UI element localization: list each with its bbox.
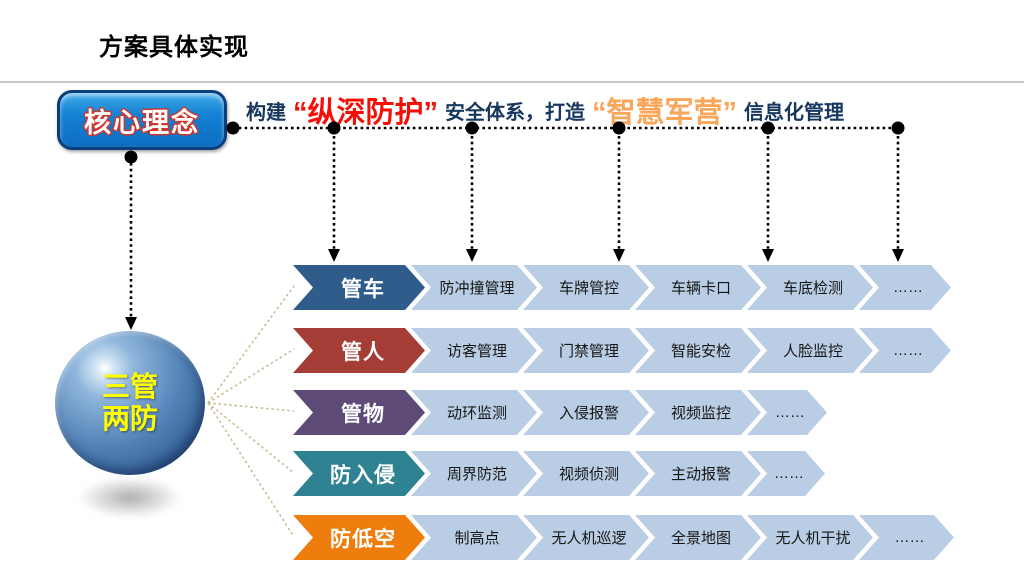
arrow-down-icon bbox=[762, 249, 774, 262]
row-item-chevron: 视频监控 bbox=[635, 390, 761, 435]
arrow-down-icon bbox=[328, 249, 340, 262]
row-item-chevron: 人脸监控 bbox=[747, 328, 873, 373]
row-item-chevron: 视频侦测 bbox=[523, 451, 649, 496]
row-item-chevron: 主动报警 bbox=[635, 451, 761, 496]
row-item-chevron: 周界防范 bbox=[411, 451, 537, 496]
radiating-line bbox=[207, 285, 295, 404]
row-item-chevron: 防冲撞管理 bbox=[411, 265, 537, 310]
connector-dot bbox=[124, 150, 138, 164]
radiating-line bbox=[207, 348, 295, 404]
row-item-chevron: 无人机巡逻 bbox=[523, 515, 649, 560]
core-concept-box: 核心理念 bbox=[57, 90, 227, 150]
row-item-chevron-more: …… bbox=[859, 515, 954, 560]
headline-system: 安全体系，打造 bbox=[445, 101, 586, 124]
row-item-chevron: 制高点 bbox=[411, 515, 537, 560]
process-row-anti-low-altitude: 防低空 制高点 无人机巡逻 全景地图 无人机干扰 …… bbox=[293, 515, 954, 560]
row-lead-chevron: 管人 bbox=[293, 328, 425, 373]
arrow-down-icon bbox=[613, 249, 625, 262]
process-row-assets: 管物 动环监测 入侵报警 视频监控 …… bbox=[293, 390, 827, 435]
sphere-reflection bbox=[55, 479, 205, 545]
connector-dot bbox=[612, 121, 626, 135]
headline-info-mgmt: 信息化管理 bbox=[744, 101, 845, 124]
row-lead-chevron: 管物 bbox=[293, 390, 425, 435]
arrow-down-icon bbox=[892, 249, 904, 262]
row-item-chevron: 访客管理 bbox=[411, 328, 537, 373]
process-row-vehicles: 管车 防冲撞管理 车牌管控 车辆卡口 车底检测 …… bbox=[293, 265, 951, 310]
core-concept-label: 核心理念 bbox=[84, 107, 200, 138]
sphere-label-line2: 两防 bbox=[101, 403, 158, 434]
connector-dot bbox=[891, 121, 905, 135]
radiating-line bbox=[207, 402, 295, 412]
arrow-down-icon bbox=[466, 249, 478, 262]
headline: 构建 “纵深防护” 安全体系，打造 “智慧军营” 信息化管理 bbox=[246, 88, 844, 132]
headline-build: 构建 bbox=[246, 101, 286, 124]
header-divider bbox=[0, 81, 1024, 83]
connector-dot bbox=[465, 121, 479, 135]
row-lead-chevron: 防低空 bbox=[293, 515, 425, 560]
headline-defense-quoted: “纵深防护” bbox=[293, 97, 439, 129]
row-item-chevron: 无人机干扰 bbox=[747, 515, 873, 560]
process-row-anti-intrusion: 防入侵 周界防范 视频侦测 主动报警 …… bbox=[293, 451, 825, 496]
row-item-chevron: 车牌管控 bbox=[523, 265, 649, 310]
row-item-chevron: 门禁管理 bbox=[523, 328, 649, 373]
connector-dot bbox=[226, 121, 240, 135]
row-item-chevron: 全景地图 bbox=[635, 515, 761, 560]
row-item-chevron: 动环监测 bbox=[411, 390, 537, 435]
connector-dot bbox=[761, 121, 775, 135]
radiating-line bbox=[207, 402, 295, 474]
row-item-chevron: 智能安检 bbox=[635, 328, 761, 373]
row-item-chevron: 车辆卡口 bbox=[635, 265, 761, 310]
row-item-chevron: 车底检测 bbox=[747, 265, 873, 310]
sphere-label-line1: 三管 bbox=[101, 370, 158, 402]
row-item-chevron: 入侵报警 bbox=[523, 390, 649, 435]
arrow-down-icon bbox=[125, 317, 137, 330]
row-lead-chevron: 管车 bbox=[293, 265, 425, 310]
radiating-line bbox=[207, 402, 295, 538]
page-title: 方案具体实现 bbox=[99, 34, 249, 61]
process-row-personnel: 管人 访客管理 门禁管理 智能安检 人脸监控 …… bbox=[293, 328, 951, 373]
core-sphere: 三管 两防 bbox=[55, 331, 205, 475]
connector-dot bbox=[327, 121, 341, 135]
row-lead-chevron: 防入侵 bbox=[293, 451, 425, 496]
